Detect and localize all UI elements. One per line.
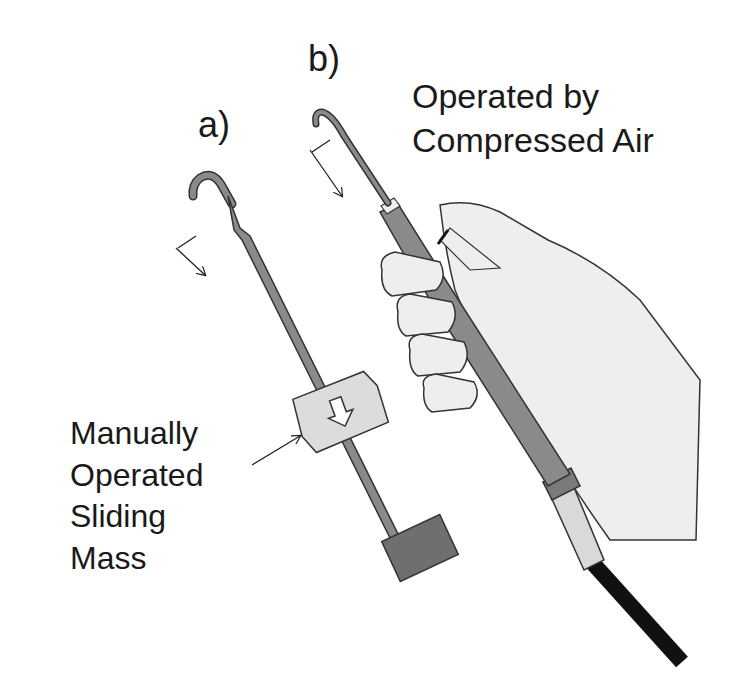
motion-arrow [310,150,342,196]
motion-arrow [176,248,205,275]
leader-line [252,436,300,465]
part-letter: a) [198,102,230,149]
sliding-mass [288,369,391,455]
motion-arrow-tail [178,236,196,248]
callout-text: Manually Operated Sliding Mass [70,413,242,579]
motion-arrow-tail [312,140,330,152]
callout-text: Operated by Compressed Air [412,74,712,162]
pneumatic-tool [316,112,700,662]
part-letter: b) [308,36,340,83]
